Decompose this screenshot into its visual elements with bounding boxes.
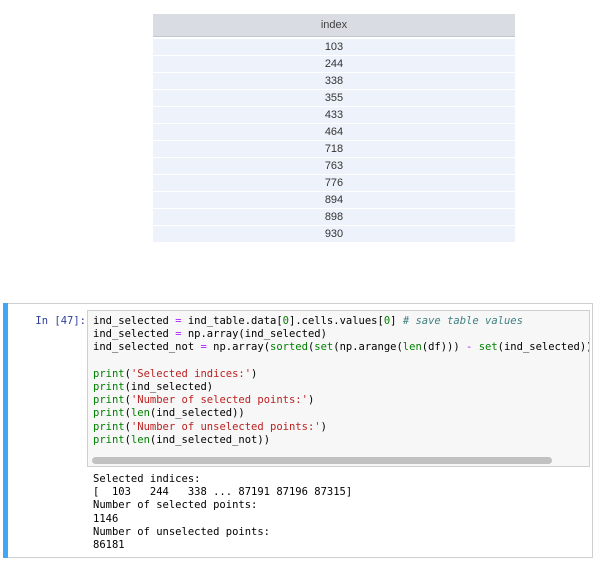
table-row[interactable]: 718 <box>153 141 515 158</box>
code-paren: ) <box>320 420 327 433</box>
code-string: 'Number of selected points:' <box>130 394 308 407</box>
code-token: np.array(ind_selected) <box>181 328 327 341</box>
output-line: Number of selected points: <box>93 499 258 512</box>
code-token: (ind_selected) <box>124 380 214 393</box>
output-line: [ 103 244 338 ... 87191 87196 87315] <box>93 486 353 499</box>
cell-selected-indicator <box>3 303 8 558</box>
code-token: ind_selected_not <box>93 341 201 354</box>
code-number: 0 <box>282 315 289 327</box>
code-builtin: len <box>130 433 150 446</box>
table-row[interactable]: 338 <box>153 73 515 90</box>
output-line: 1146 <box>93 512 119 525</box>
code-editor[interactable]: ind_selected = ind_table.data[0].cells.v… <box>87 310 590 467</box>
output-line: Selected indices: <box>93 473 201 485</box>
table-row[interactable]: 763 <box>153 158 515 175</box>
code-token: (ind_selected))) <box>497 341 590 354</box>
code-string: 'Number of unselected points:' <box>130 420 321 433</box>
table-row[interactable]: 776 <box>153 175 515 192</box>
code-paren: ) <box>307 394 315 407</box>
code-paren: ( <box>124 433 131 446</box>
code-line-blank <box>93 355 589 368</box>
cell-output: Selected indices:[ 103 244 338 ... 87191… <box>93 473 352 552</box>
code-token: ind_selected <box>93 328 176 341</box>
table-row[interactable]: 103 <box>153 39 515 56</box>
horizontal-scrollbar[interactable] <box>92 457 552 464</box>
code-line: print('Selected indices:') <box>93 367 589 381</box>
code-token: ].cells.values[ <box>289 315 384 327</box>
code-line: print(len(ind_selected)) <box>93 407 589 420</box>
code-builtin: len <box>402 341 422 354</box>
output-line: 86181 <box>93 538 125 551</box>
code-paren: ( <box>124 420 131 433</box>
code-token: (ind_selected)) <box>149 407 245 420</box>
table-row[interactable]: 244 <box>153 56 515 73</box>
code-line: print(len(ind_selected_not)) <box>93 433 589 447</box>
input-prompt: In [47]: <box>35 315 86 327</box>
code-token: ind_table.data[ <box>181 315 283 327</box>
code-comment: # save table values <box>402 315 523 327</box>
output-line: Number of unselected points: <box>93 525 271 538</box>
code-operator: = <box>200 341 207 354</box>
code-number: 0 <box>383 315 391 327</box>
code-text[interactable]: ind_selected = ind_table.data[0].cells.v… <box>93 315 590 447</box>
code-line: ind_selected = ind_table.data[0].cells.v… <box>93 315 589 328</box>
table-row[interactable]: 355 <box>153 90 515 107</box>
code-line: print('Number of selected points:') <box>93 394 589 407</box>
code-operator: = <box>175 315 182 327</box>
table-row[interactable]: 930 <box>153 226 515 243</box>
code-token: ( <box>307 341 315 354</box>
code-token: ] <box>390 315 403 327</box>
code-string: 'Selected indices:' <box>130 367 252 380</box>
table-row[interactable]: 464 <box>153 124 515 141</box>
code-paren: ( <box>124 394 131 407</box>
code-builtin: len <box>130 407 150 420</box>
table-row[interactable]: 894 <box>153 192 515 209</box>
code-token: np.array( <box>206 341 271 354</box>
code-builtin: print <box>93 433 125 446</box>
code-paren: ( <box>124 407 131 420</box>
code-line: ind_selected = np.array(ind_selected) <box>93 328 589 341</box>
code-line: print(ind_selected) <box>93 380 589 394</box>
code-builtin: print <box>93 420 125 433</box>
code-builtin: set <box>478 341 498 354</box>
code-operator: - <box>466 341 473 354</box>
code-token: (df))) <box>421 341 467 354</box>
code-builtin: sorted <box>270 341 308 354</box>
table-row[interactable]: 433 <box>153 107 515 124</box>
code-line: ind_selected_not = np.array(sorted(set(n… <box>93 341 590 354</box>
code-operator: = <box>175 328 182 341</box>
table-row[interactable]: 898 <box>153 209 515 226</box>
code-builtin: set <box>314 341 334 354</box>
code-token: (np.arange( <box>333 341 403 354</box>
table-header-index[interactable]: index <box>153 14 515 37</box>
code-builtin: print <box>93 367 125 380</box>
code-paren: ) <box>251 367 258 380</box>
code-builtin: print <box>93 407 125 420</box>
code-line: print('Number of unselected points:') <box>93 420 589 434</box>
code-token: (ind_selected_not)) <box>149 433 271 446</box>
code-builtin: print <box>93 394 125 407</box>
code-token: ind_selected <box>93 315 176 327</box>
code-builtin: print <box>93 380 125 393</box>
code-paren: ( <box>124 367 131 380</box>
code-cell[interactable]: In [47]: ind_selected = ind_table.data[0… <box>3 303 593 558</box>
